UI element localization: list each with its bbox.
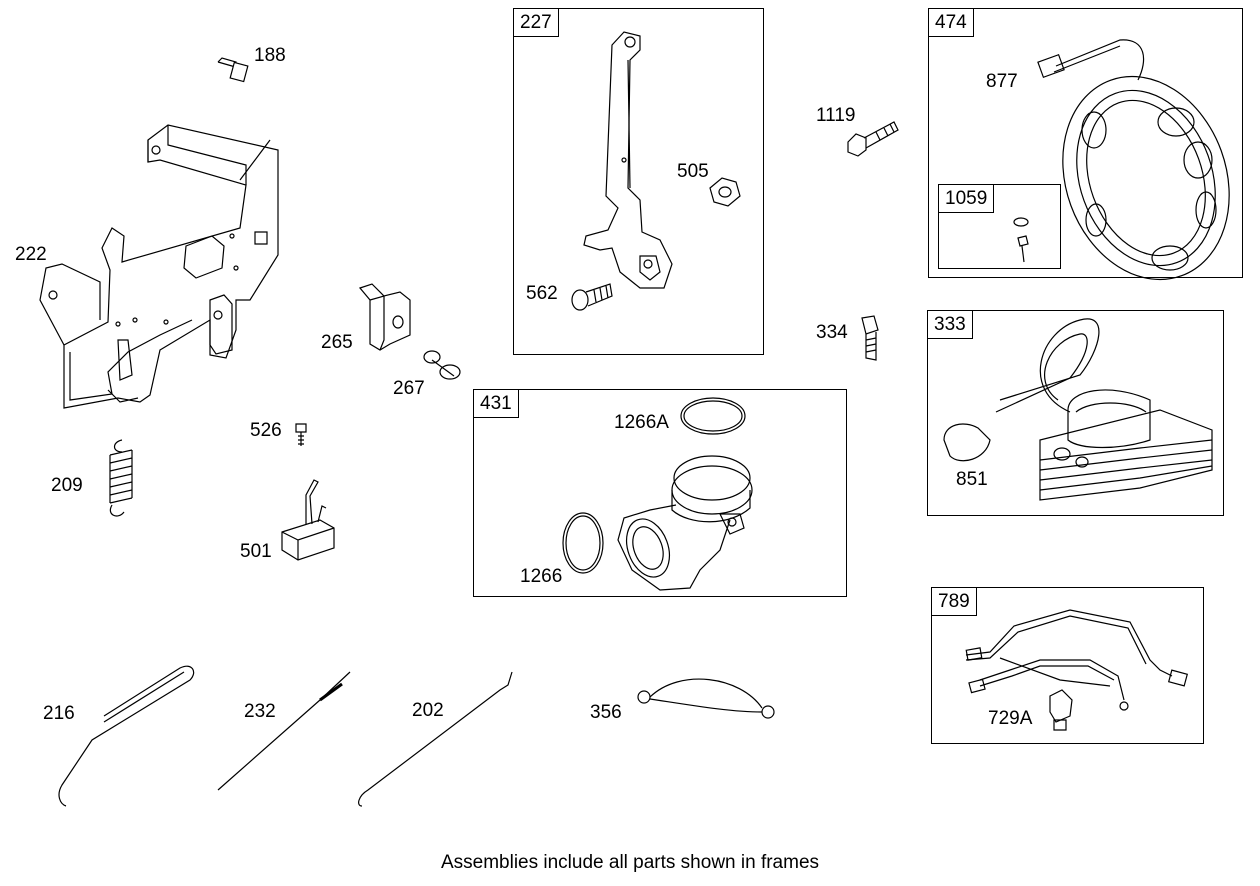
frame-227: 227 [513,8,764,355]
frame-333-label: 333 [928,311,973,339]
part-label-222: 222 [15,244,47,265]
frame-789-label: 789 [932,588,977,616]
bolt-1119-drawing [848,122,898,156]
part-label-851: 851 [956,469,988,490]
part-label-216: 216 [43,703,75,724]
screw-562-drawing [572,284,612,310]
part-label-202: 202 [412,700,444,721]
part-label-209: 209 [51,475,83,496]
frame-227-label: 227 [514,9,559,37]
part-label-877: 877 [986,71,1018,92]
frame-431: 431 [473,389,847,597]
clip-265-drawing [360,284,410,350]
part-label-334: 334 [816,322,848,343]
rod-216-drawing [59,666,194,806]
part-label-1266: 1266 [520,566,563,587]
part-label-729A: 729A [988,708,1033,729]
part-label-356: 356 [590,702,622,723]
frame-1059-label: 1059 [939,185,995,213]
frame-1059: 1059 [938,184,1061,269]
bracket-222-drawing [40,125,278,408]
part-label-1266A: 1266A [614,412,669,433]
intake-431-drawing [563,398,752,590]
ground-strap-356-drawing [638,679,774,718]
frame-474-label: 474 [929,9,974,37]
part-label-1119: 1119 [816,105,856,126]
part-label-501: 501 [240,541,272,562]
rod-202-drawing [359,672,512,806]
part-label-265: 265 [321,332,353,353]
screw-267-drawing [424,351,460,379]
part-label-562: 562 [526,283,558,304]
part-label-505: 505 [677,161,709,182]
ignition-coil-333-drawing [944,319,1212,500]
frame-474: 474 [928,8,1243,278]
stator-474-drawing [1035,40,1256,303]
part-label-188: 188 [254,45,286,66]
frame-431-label: 431 [474,390,519,418]
footer-note: Assemblies include all parts shown in fr… [440,852,820,873]
harness-789-drawing [966,610,1187,730]
frame-789: 789 [931,587,1204,744]
lever-227-drawing [584,32,672,288]
part-label-232: 232 [244,701,276,722]
frame-333: 333 [927,310,1224,516]
bolt-334-drawing [862,316,878,360]
nut-505-drawing [710,178,740,206]
spring-209-drawing [110,440,132,516]
washer-screw-1059-drawing [1014,218,1028,262]
part-label-267: 267 [393,378,425,399]
part-label-526: 526 [250,420,282,441]
cable-232-drawing [218,672,350,790]
screw-526-drawing [296,424,306,446]
rectifier-501-drawing [282,480,334,560]
bolt-188-drawing [218,58,248,82]
